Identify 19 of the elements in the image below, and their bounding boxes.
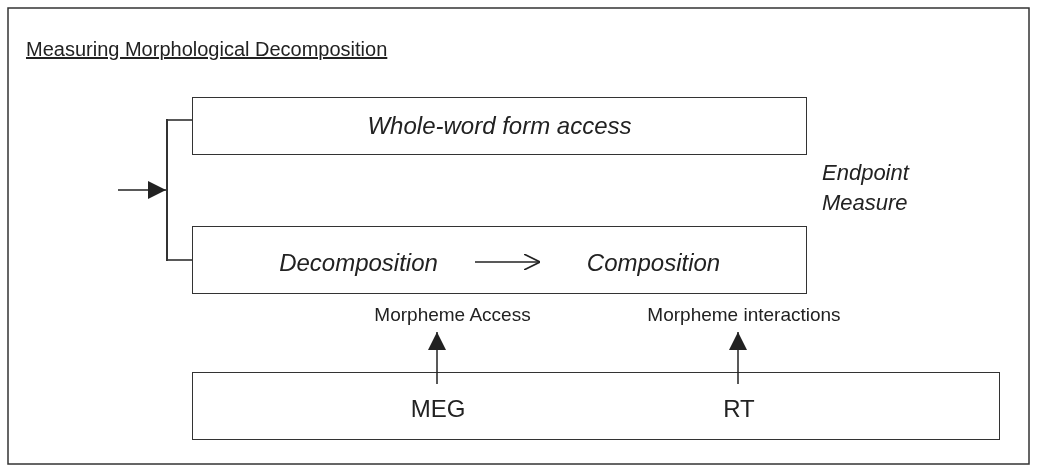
node-text: Morpheme interactions	[605, 301, 883, 329]
title: Measuring Morphological Decomposition	[26, 38, 388, 61]
node-text: Morpheme Access	[340, 301, 565, 329]
side-label: Endpoint Measure	[822, 159, 911, 217]
connector-line	[167, 119, 193, 121]
arrow	[117, 181, 167, 199]
bracket-line	[166, 119, 168, 261]
arrow	[428, 331, 446, 385]
connector-line	[167, 259, 193, 261]
arrow	[474, 253, 541, 271]
box-label: Whole-word form access	[367, 112, 632, 140]
arrow	[729, 331, 747, 385]
process-box	[192, 226, 807, 294]
process-box	[192, 97, 807, 155]
node-text: MEG	[398, 391, 478, 427]
measure-box	[192, 372, 1000, 440]
node-text: Composition	[561, 245, 746, 281]
node-text: RT	[709, 391, 769, 427]
node-text: Decomposition	[251, 245, 466, 281]
